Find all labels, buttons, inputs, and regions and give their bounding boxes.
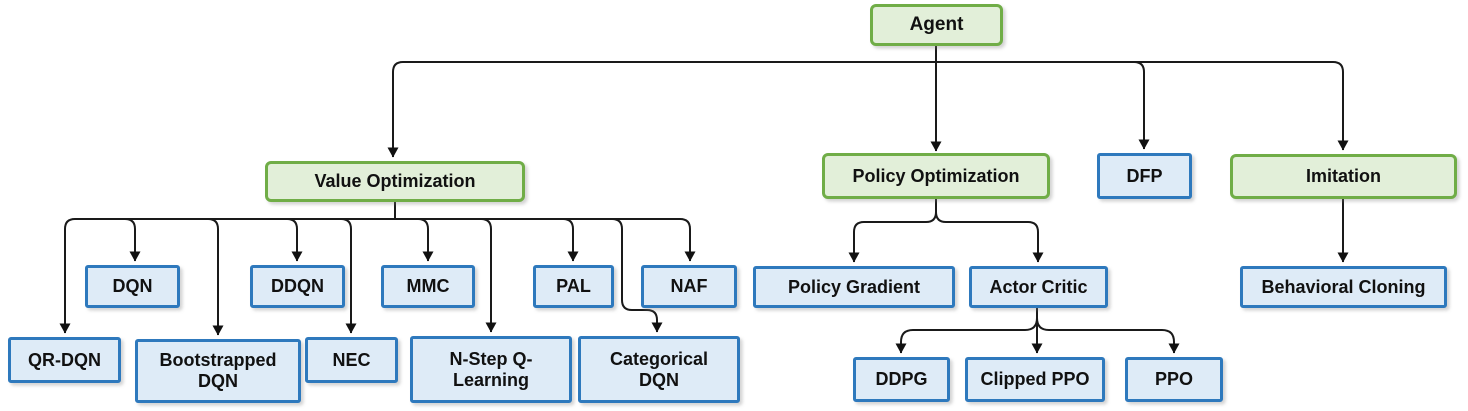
node-qr-dqn: QR-DQN [8, 337, 121, 383]
node-behavioral-cloning: Behavioral Cloning [1240, 266, 1447, 308]
node-mmc: MMC [381, 265, 475, 308]
node-dfp: DFP [1097, 153, 1192, 199]
node-agent: Agent [870, 4, 1003, 46]
node-clipped-ppo: Clipped PPO [965, 357, 1105, 402]
node-policy-optimization: Policy Optimization [822, 153, 1050, 199]
node-dqn: DQN [85, 265, 180, 308]
node-pal: PAL [533, 265, 614, 308]
node-ddpg: DDPG [853, 357, 950, 402]
node-imitation: Imitation [1230, 154, 1457, 199]
node-categorical-dqn: Categorical DQN [578, 336, 740, 403]
node-value-optimization: Value Optimization [265, 161, 525, 202]
node-n-step-q-learning: N-Step Q-Learning [410, 336, 572, 403]
node-policy-gradient: Policy Gradient [753, 266, 955, 308]
node-bootstrapped-dqn: Bootstrapped DQN [135, 339, 301, 403]
node-nec: NEC [305, 337, 398, 383]
node-naf: NAF [641, 265, 737, 308]
node-ppo: PPO [1125, 357, 1223, 402]
node-actor-critic: Actor Critic [969, 266, 1108, 308]
node-ddqn: DDQN [250, 265, 345, 308]
